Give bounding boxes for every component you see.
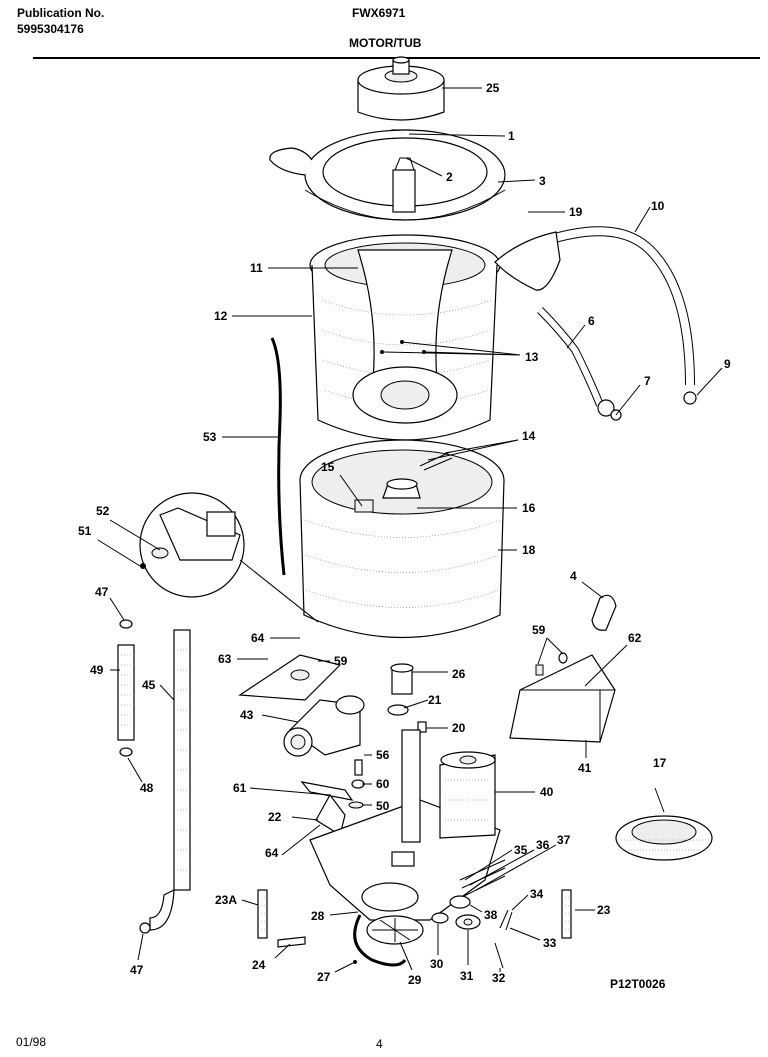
- agitator-cap-drawing: [357, 56, 445, 121]
- hose-drawing: [270, 226, 697, 576]
- callout-label: 64: [251, 631, 265, 645]
- callout-label: 34: [530, 887, 544, 901]
- callout-label: 64: [265, 846, 279, 860]
- callout-label: 45: [142, 678, 156, 692]
- callout-label: 10: [651, 199, 665, 213]
- callout-label: 29: [408, 973, 422, 987]
- callout-label: 35: [514, 843, 528, 857]
- pump-motor-base-drawing: [238, 654, 572, 969]
- callout-label: 23: [597, 903, 611, 917]
- callout-label: 7: [644, 374, 651, 388]
- leader-lines: [97, 87, 723, 973]
- callout-label: 3: [539, 174, 546, 188]
- callout-label: 16: [522, 501, 536, 515]
- callout-label: 13: [525, 350, 539, 364]
- callout-label: 30: [430, 957, 444, 971]
- callout-label: 22: [268, 810, 282, 824]
- callout-label: 40: [540, 785, 554, 799]
- callout-label: 48: [140, 781, 154, 795]
- callout-label: 37: [557, 833, 571, 847]
- tub-ring-drawing: [269, 129, 506, 221]
- detail-inset-drawing: [139, 492, 319, 623]
- callout-label: 62: [628, 631, 642, 645]
- callout-label: 20: [452, 721, 466, 735]
- callout-label: 15: [321, 460, 335, 474]
- drawing-code: P12T0026: [610, 977, 666, 991]
- callout-label: 61: [233, 781, 247, 795]
- callout-labels: 25 1 2 3 19 10 11 12 6 13 7 9 53 14 15 1…: [78, 81, 731, 987]
- callout-label: 9: [724, 357, 731, 371]
- callout-label: 60: [376, 777, 390, 791]
- callout-label: 31: [460, 969, 474, 983]
- callout-label: 21: [428, 693, 442, 707]
- callout-label: 52: [96, 504, 110, 518]
- callout-label: 59: [532, 623, 546, 637]
- section-title: MOTOR/TUB: [349, 36, 422, 50]
- callout-label: 1: [508, 129, 515, 143]
- callout-label: 11: [250, 261, 263, 275]
- callout-label: 12: [214, 309, 228, 323]
- basket-drawing: [309, 234, 501, 441]
- callout-label: 51: [78, 524, 92, 538]
- callout-label: 63: [218, 652, 232, 666]
- callout-label: 33: [543, 936, 557, 950]
- callout-label: 17: [653, 756, 667, 770]
- callout-label: 19: [569, 205, 583, 219]
- callout-label: 2: [446, 170, 453, 184]
- callout-label: 47: [130, 963, 144, 977]
- callout-label: 49: [90, 663, 104, 677]
- callout-label: 24: [252, 958, 266, 972]
- callout-label: 50: [376, 799, 390, 813]
- footer-date: 01/98: [16, 1035, 47, 1049]
- callout-label: 28: [311, 909, 325, 923]
- outer-tub-drawing: [299, 439, 505, 639]
- callout-label: 14: [522, 429, 536, 443]
- callout-label: 6: [588, 314, 595, 328]
- callout-label: 23A: [215, 893, 237, 907]
- model-number: FWX6971: [352, 6, 406, 20]
- callout-label: 27: [317, 970, 331, 984]
- side-parts-drawing: [509, 594, 713, 861]
- callout-label: 53: [203, 430, 217, 444]
- drain-hose-drawing: [117, 619, 191, 934]
- callout-label: 56: [376, 748, 390, 762]
- callout-label: 59: [334, 654, 348, 668]
- publication-number: 5995304176: [17, 22, 84, 36]
- callout-label: 38: [484, 908, 498, 922]
- callout-label: 18: [522, 543, 536, 557]
- callout-label: 4: [570, 569, 577, 583]
- page-number: 4: [376, 1037, 383, 1051]
- callout-label: 32: [492, 971, 506, 985]
- callout-label: 26: [452, 667, 466, 681]
- callout-label: 43: [240, 708, 254, 722]
- callout-label: 25: [486, 81, 500, 95]
- callout-label: 41: [578, 761, 592, 775]
- callout-label: 36: [536, 838, 550, 852]
- publication-label: Publication No.: [17, 6, 105, 20]
- callout-label: 47: [95, 585, 109, 599]
